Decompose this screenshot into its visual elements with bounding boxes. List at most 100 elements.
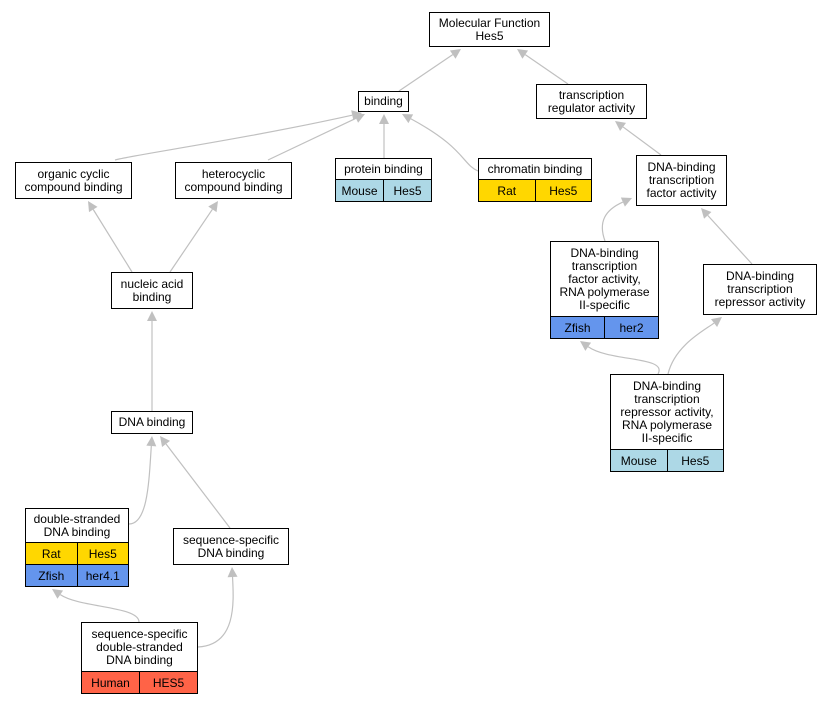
- term-node-mf[interactable]: Molecular Function Hes5: [429, 12, 550, 47]
- term-label: protein binding: [344, 161, 423, 176]
- annotation-row: Rat Hes5: [479, 179, 591, 201]
- arrowhead-icon: [615, 121, 627, 131]
- term-node-dbtra2[interactable]: DNA-binding transcription repressor acti…: [610, 374, 724, 472]
- annotation-row: Mouse Hes5: [336, 179, 431, 201]
- term-node-dbtra[interactable]: DNA-binding transcription repressor acti…: [703, 264, 817, 315]
- term-node-ssdsdna[interactable]: sequence-specific double-stranded DNA bi…: [81, 622, 198, 694]
- edge-binding-to-mf: [398, 49, 461, 92]
- edge-organic-to-binding: [114, 110, 362, 161]
- term-node-dna[interactable]: DNA binding: [111, 411, 193, 434]
- species-cell: Mouse: [341, 183, 378, 198]
- gene-cell: Hes5: [383, 180, 431, 201]
- edge-line: [398, 54, 454, 92]
- gene-cell: HES5: [139, 672, 197, 693]
- term-label: DNA-binding transcription factor activit…: [559, 245, 650, 312]
- species-cell: Human: [91, 675, 130, 690]
- term-node-hetero[interactable]: heterocyclic compound binding: [175, 162, 292, 199]
- term-label: binding: [364, 94, 403, 108]
- gene-cell: her2: [604, 317, 658, 338]
- arrowhead-icon: [147, 311, 157, 321]
- term-node-tra[interactable]: transcription regulator activity: [536, 84, 647, 119]
- term-node-ssdna[interactable]: sequence-specific DNA binding: [173, 528, 289, 565]
- edge-dbtfa-to-tra: [615, 121, 662, 156]
- arrowhead-icon: [146, 436, 157, 447]
- edge-nucleic-to-hetero: [169, 201, 218, 273]
- arrowhead-icon: [88, 201, 98, 213]
- edge-line: [267, 117, 357, 161]
- term-label: chromatin binding: [487, 161, 583, 176]
- species-cell: Zfish: [564, 320, 591, 335]
- edge-line: [59, 594, 140, 623]
- edge-line: [197, 576, 234, 648]
- term-node-nucleic[interactable]: nucleic acid binding: [111, 272, 193, 309]
- term-label: organic cyclic compound binding: [24, 166, 123, 194]
- edge-line: [601, 201, 624, 242]
- species-cell: Zfish: [38, 568, 65, 583]
- edge-tra-to-mf: [517, 49, 569, 85]
- gene-cell: her4.1: [76, 565, 129, 586]
- edge-ssdna-to-dna: [160, 436, 231, 529]
- annotation-row: Zfish her4.1: [26, 564, 128, 586]
- arrowhead-icon: [160, 436, 171, 447]
- arrowhead-icon: [227, 567, 238, 578]
- edge-line: [92, 209, 133, 273]
- arrowhead-icon: [379, 114, 389, 124]
- gene-cell: Hes5: [76, 543, 129, 564]
- edge-dsdna-to-dna: [128, 436, 157, 525]
- edge-dbtra2-to-dbtra: [667, 317, 722, 375]
- edge-line: [622, 126, 662, 156]
- edge-hetero-to-binding: [267, 113, 365, 161]
- term-node-dbtfa[interactable]: DNA-binding transcription factor activit…: [636, 155, 727, 206]
- arrowhead-icon: [402, 114, 414, 124]
- arrowhead-icon: [449, 49, 461, 59]
- term-label: DNA-binding transcription repressor acti…: [620, 378, 714, 445]
- arrowhead-icon: [701, 208, 712, 219]
- edge-line: [128, 445, 152, 525]
- edge-chromatin-to-binding: [402, 114, 479, 172]
- term-node-dbtfa2[interactable]: DNA-binding transcription factor activit…: [550, 241, 659, 339]
- annotation-row: Zfish her2: [551, 316, 658, 338]
- edge-line: [114, 114, 353, 161]
- arrowhead-icon: [52, 589, 64, 599]
- term-label: sequence-specific DNA binding: [182, 532, 280, 560]
- term-label: Molecular Function Hes5: [438, 15, 541, 43]
- edge-line: [587, 346, 660, 375]
- edge-nucleic-to-organic: [88, 201, 133, 273]
- species-cell: Mouse: [620, 453, 657, 468]
- term-label: double-stranded DNA binding: [33, 511, 121, 539]
- term-label: heterocyclic compound binding: [184, 166, 283, 194]
- term-label: DNA-binding transcription factor activit…: [646, 160, 717, 200]
- annotation-row: Human HES5: [82, 671, 197, 693]
- term-label: DNA-binding transcription repressor acti…: [714, 269, 806, 309]
- edge-line: [667, 322, 715, 375]
- arrowhead-icon: [208, 201, 218, 213]
- term-label: DNA binding: [118, 415, 186, 429]
- arrowhead-icon: [620, 197, 632, 207]
- edge-dbtra-to-dbtfa: [701, 208, 753, 265]
- term-node-organic[interactable]: organic cyclic compound binding: [15, 162, 132, 199]
- arrowhead-icon: [580, 341, 592, 351]
- edge-line: [165, 443, 231, 529]
- annotation-row: Mouse Hes5: [611, 449, 723, 471]
- gene-cell: Hes5: [534, 180, 592, 201]
- edge-dna-to-nucleic: [147, 311, 157, 411]
- edge-dbtfa2-to-dbtfa: [601, 197, 632, 242]
- edge-line: [410, 118, 479, 172]
- species-cell: Rat: [497, 183, 517, 198]
- edge-protein-to-binding: [379, 114, 389, 158]
- edge-line: [169, 208, 213, 273]
- arrowhead-icon: [711, 317, 722, 328]
- term-label: nucleic acid binding: [120, 276, 184, 304]
- edge-ssdsdna-to-dsdna: [52, 589, 140, 623]
- edge-line: [707, 214, 753, 265]
- term-label: sequence-specific double-stranded DNA bi…: [91, 626, 188, 667]
- arrowhead-icon: [517, 49, 529, 59]
- species-cell: Rat: [41, 546, 61, 561]
- edge-dbtra2-to-dbtfa2: [580, 341, 660, 375]
- gene-cell: Hes5: [666, 450, 724, 471]
- edge-ssdsdna-to-ssdna: [197, 567, 238, 648]
- term-node-binding[interactable]: binding: [358, 91, 409, 112]
